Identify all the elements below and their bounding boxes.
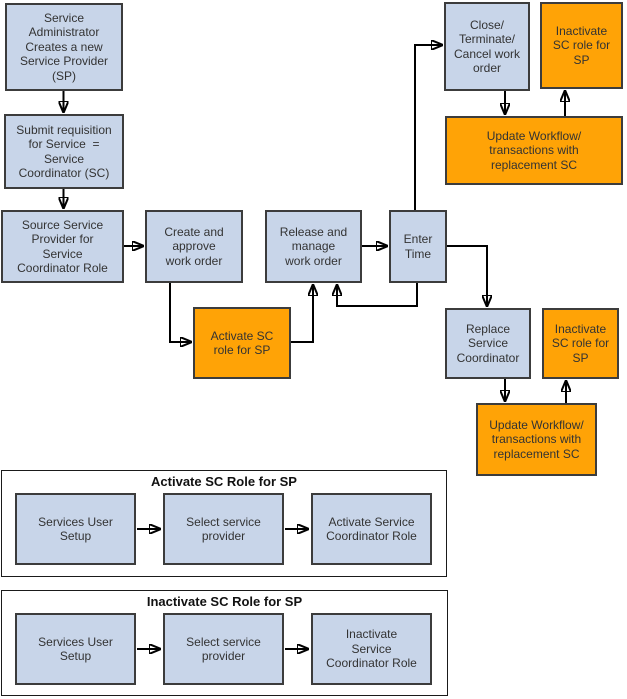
arrow-entertime-to-close [414, 45, 442, 210]
node-inactivate-service-coordinator-role: Inactivate Service Coordinator Role [311, 613, 432, 685]
arrow-entertime-to-replace [447, 245, 487, 306]
node-activate-sc-role: Activate SC role for SP [193, 307, 291, 379]
node-services-user-setup: Services User Setup [15, 613, 136, 685]
node-inactivate-sc-role-top: Inactivate SC role for SP [540, 2, 623, 89]
group-activate-sc-role: Activate SC Role for SP Services User Se… [1, 470, 447, 577]
node-activate-service-coordinator-role: Activate Service Coordinator Role [311, 493, 432, 565]
node-select-service-provider: Select service provider [163, 613, 284, 685]
arrow-activate-to-release [291, 285, 313, 343]
node-select-service-provider: Select service provider [163, 493, 284, 565]
group-activate-title: Activate SC Role for SP [151, 474, 297, 489]
node-update-workflow-top: Update Workflow/ transactions with repla… [445, 116, 623, 185]
arrow-create-to-activate [169, 283, 191, 342]
node-services-user-setup: Services User Setup [15, 493, 136, 565]
node-service-administrator: Service Administrator Creates a new Serv… [5, 3, 123, 91]
node-inactivate-sc-role-bottom: Inactivate SC role for SP [542, 308, 619, 379]
node-release-manage-work-order: Release and manage work order [265, 210, 362, 283]
node-replace-service-coordinator: Replace Service Coordinator [445, 308, 531, 379]
node-create-approve-work-order: Create and approve work order [145, 210, 243, 283]
node-source-service-provider: Source Service Provider for Service Coor… [1, 210, 124, 283]
node-close-terminate-cancel-work-order: Close/ Terminate/ Cancel work order [444, 2, 530, 91]
group-inactivate-sc-role: Inactivate SC Role for SP Services User … [1, 590, 448, 696]
node-enter-time: Enter Time [389, 210, 447, 283]
group-inactivate-title: Inactivate SC Role for SP [146, 594, 303, 609]
node-submit-requisition: Submit requisition for Service = Service… [4, 114, 124, 189]
arrow-entertime-to-release-loop [337, 283, 418, 307]
node-update-workflow-bottom: Update Workflow/ transactions with repla… [476, 403, 597, 476]
